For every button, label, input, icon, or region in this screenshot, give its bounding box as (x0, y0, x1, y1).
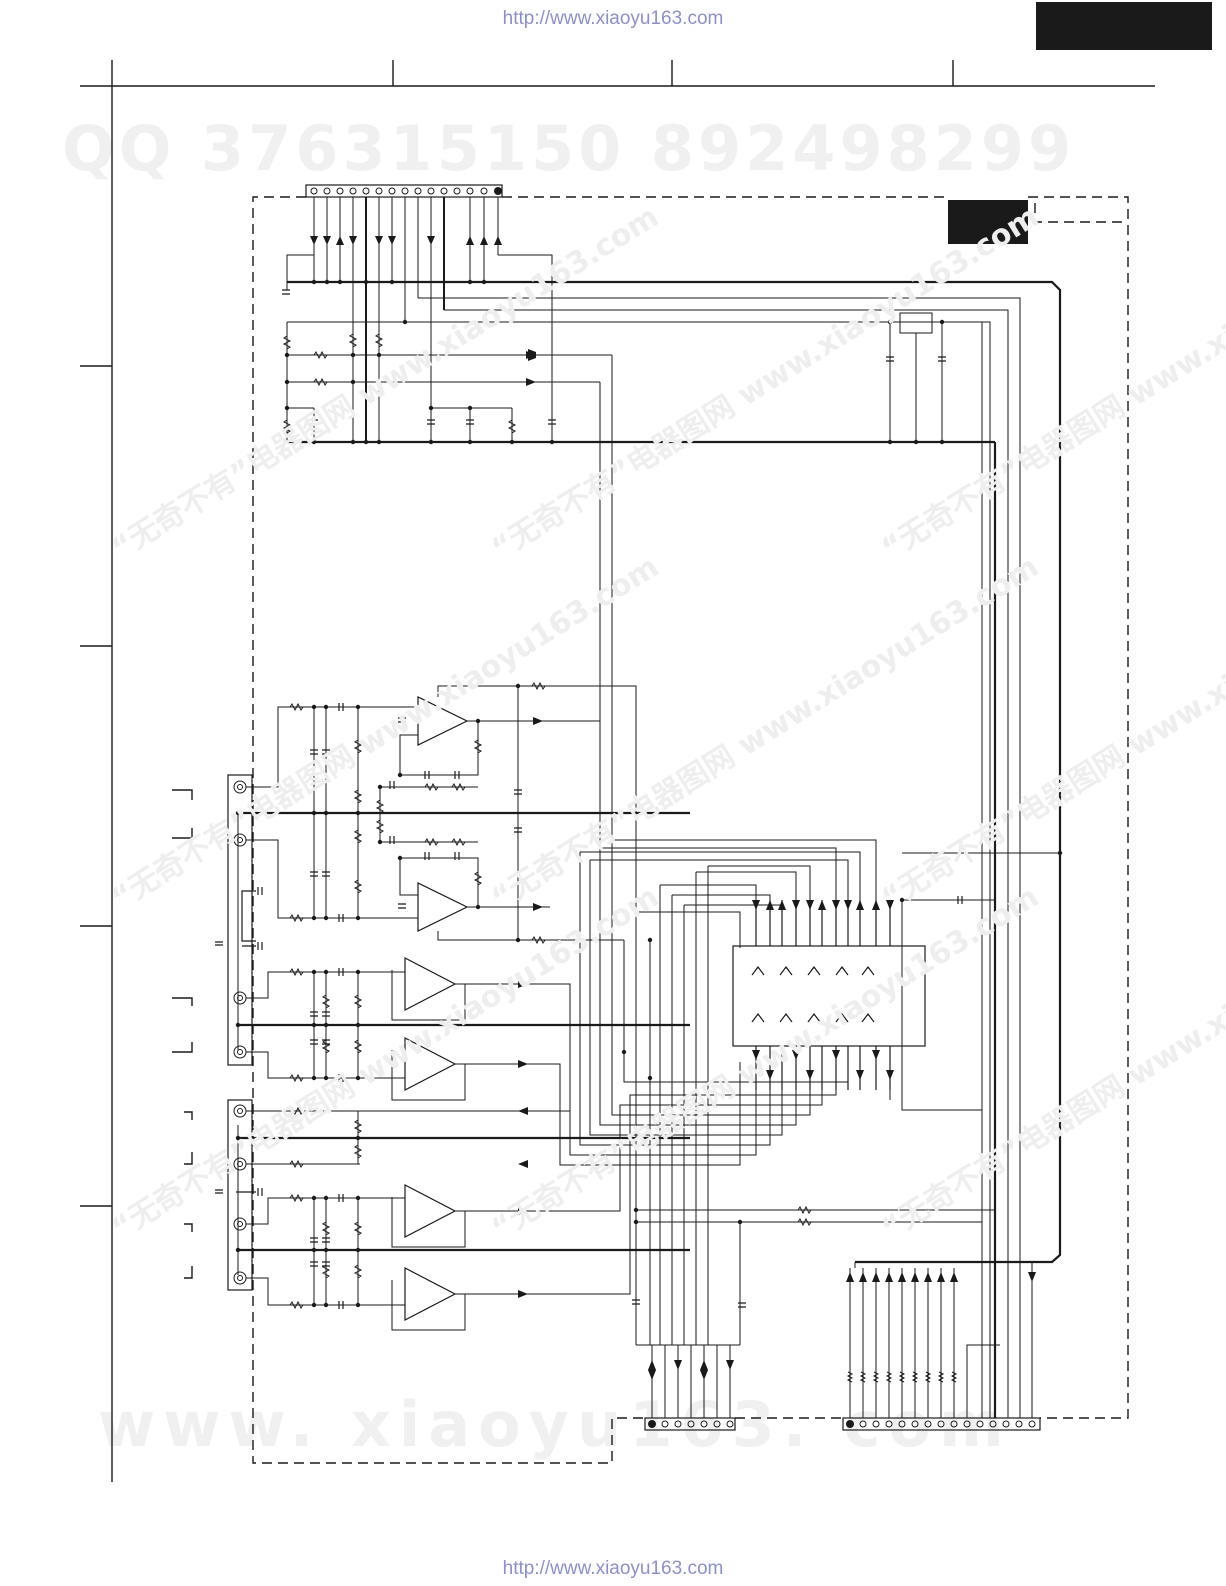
capacitors (215, 289, 963, 1309)
page-frame (80, 60, 1155, 1482)
board-label-block (948, 200, 1028, 244)
input-jack-block-2 (227, 1099, 253, 1291)
routing-bus (530, 720, 1060, 1346)
opamp-triangles (404, 696, 469, 1321)
diagonal-watermark-text: “无奇不有”电器图网 www.xiaoyu163.com (876, 879, 1226, 1247)
midstage-coupling (379, 786, 478, 843)
bottom-connector-left (644, 1345, 736, 1431)
diagonal-watermark-text: “无奇不有”电器图网 www.xiaoyu163.com (876, 549, 1226, 917)
signal-arrows (310, 236, 1036, 1380)
regulator-block (889, 312, 983, 1418)
input-network-top (286, 322, 613, 850)
page-corner-tab (1036, 2, 1212, 50)
supply-bus (287, 280, 1062, 1418)
board-outline (252, 196, 1129, 1464)
source-url-top[interactable]: http://www.xiaoyu163.com (502, 8, 724, 29)
bottom-connector-right (842, 1262, 1041, 1431)
jack-brackets (172, 789, 193, 1279)
diagonal-watermarks: “无奇不有”电器图网 www.xiaoyu163.com “无奇不有”电器图网 … (106, 199, 1226, 1247)
diagonal-watermark-text: “无奇不有”电器图网 www.xiaoyu163.com (876, 199, 1226, 567)
bottom-resistor-ladder (846, 1371, 958, 1383)
source-url-bottom[interactable]: http://www.xiaoyu163.com (502, 1558, 724, 1579)
junction-dots (235, 279, 1063, 1308)
resistors (282, 333, 812, 1310)
top-connector (305, 184, 503, 198)
